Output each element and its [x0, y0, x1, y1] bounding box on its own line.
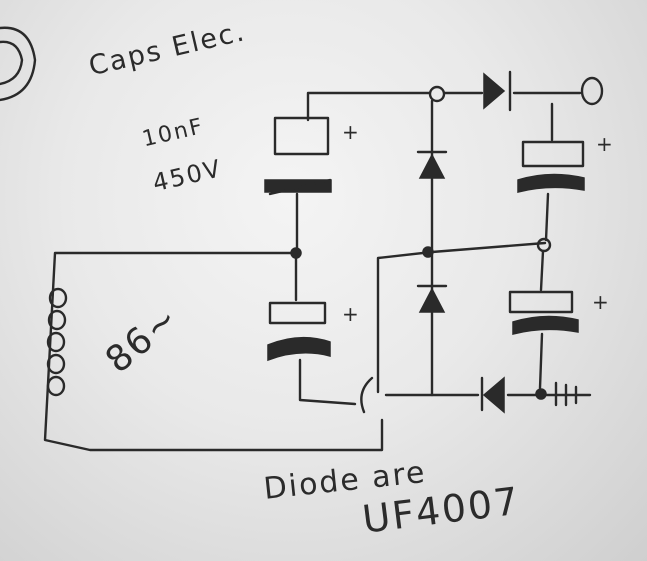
ground-symbol	[554, 381, 578, 407]
top-wire	[306, 91, 582, 122]
center-junction	[422, 246, 434, 258]
right-upper-plus-mark: +	[596, 132, 613, 156]
middle-diode-rail	[376, 99, 547, 397]
right-junction	[536, 237, 552, 253]
right-upper-capacitor	[517, 102, 585, 242]
left-lower-capacitor	[267, 251, 357, 406]
spark-gap	[360, 376, 374, 414]
top-junction-terminal	[428, 85, 446, 103]
left-lower-plus-mark: +	[342, 302, 359, 326]
left-upper-capacitor	[264, 116, 332, 252]
right-lower-plus-mark: +	[592, 290, 609, 314]
top-series-diode	[483, 70, 512, 112]
bottom-junction	[535, 388, 547, 400]
bottom-horizontal-diode	[480, 376, 505, 414]
corner-scribble	[0, 26, 37, 102]
right-lower-capacitor	[508, 249, 579, 390]
lower-vertical-diode	[416, 284, 448, 313]
upper-vertical-diode	[416, 150, 448, 179]
left-upper-plus-mark: +	[342, 120, 359, 144]
output-terminal	[580, 76, 604, 106]
coil-winding	[43, 251, 384, 452]
